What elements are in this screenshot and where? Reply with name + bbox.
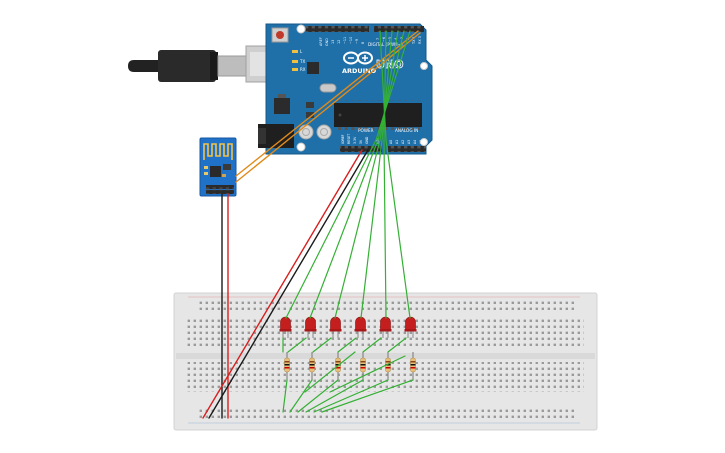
pwr-label-33v: 3.3V	[353, 136, 357, 144]
resistor-1[interactable]	[284, 352, 290, 380]
arduino-logo-icon	[343, 51, 373, 65]
antenna-trace-icon	[203, 143, 233, 160]
usb-plug-body	[158, 50, 216, 82]
resistor-4[interactable]	[360, 352, 366, 380]
analog-label-a3: A3	[407, 140, 411, 144]
reset-button-cap[interactable]	[276, 31, 284, 39]
pin-label-tx1: TX 1	[412, 36, 416, 45]
analog-header-label: ANALOG IN	[395, 128, 418, 133]
led-3[interactable]	[329, 316, 342, 338]
pin-label-aref: AREF	[319, 37, 323, 46]
atmega-chip	[334, 103, 422, 127]
pin-label-9: ~9	[355, 39, 359, 44]
voltage-regulator	[274, 98, 290, 114]
label-l: L	[300, 49, 303, 54]
wire-ground-r2[interactable]	[289, 379, 313, 413]
led-2[interactable]	[304, 316, 317, 338]
wire-ground-r5[interactable]	[313, 379, 389, 413]
pin-label-10: ~10	[349, 37, 353, 44]
led-1[interactable]	[279, 316, 292, 338]
wire-pin5[interactable]	[381, 30, 393, 141]
pin-label-6: ~6	[382, 37, 386, 42]
esp8266-module[interactable]	[199, 137, 237, 197]
led-rx-indicator	[292, 68, 298, 71]
pin-label-13: 13	[331, 40, 335, 44]
analog-label-a4: A4	[413, 140, 417, 144]
wire-pin6[interactable]	[383, 30, 387, 141]
wire-pin2[interactable]	[375, 30, 411, 141]
pin-label-12: 12	[337, 40, 341, 44]
pwr-label-ioref: IOREF	[341, 134, 345, 144]
capacitor-1	[298, 124, 314, 140]
wire-ground-r4[interactable]	[305, 379, 364, 413]
analog-label-a2: A2	[401, 140, 405, 144]
power-header-label: POWER	[358, 128, 374, 133]
label-rx: RX	[300, 67, 306, 72]
pin-label-7: 7	[376, 38, 380, 40]
pin-label-rx0: RX 0	[418, 36, 422, 44]
arduino-brand: ARDUINO	[342, 67, 377, 75]
wire-ground-r6[interactable]	[321, 379, 414, 413]
analog-label-a0: A0	[389, 140, 393, 144]
esp-chip	[210, 166, 221, 177]
usb-plug-metal	[217, 55, 247, 77]
wire-ground-r3[interactable]	[297, 379, 339, 413]
crystal-oscillator	[319, 83, 337, 93]
pwr-label-gnd: GND	[365, 136, 369, 144]
wires	[202, 30, 421, 419]
capacitor-2	[316, 124, 332, 140]
pin-label-gnd-top: GND	[325, 38, 329, 46]
arduino-uno[interactable]: AREF GND 13 12 ~11 ~10 ~9 8 7 ~6 ~5 4 ~3…	[245, 23, 433, 155]
led-l-indicator	[292, 50, 298, 53]
wire-arduino-5v[interactable]	[202, 149, 363, 419]
pin-label-4: 4	[394, 38, 398, 40]
pin-label-11: ~11	[343, 37, 347, 44]
led-tx-indicator	[292, 60, 298, 63]
label-tx: TX	[299, 59, 305, 64]
analog-label-a5: A5	[419, 140, 423, 144]
center-channel	[176, 353, 595, 359]
resistor-6[interactable]	[410, 352, 416, 380]
resistors	[284, 352, 416, 380]
analog-label-a1: A1	[395, 140, 399, 144]
usb-cable-strain-relief	[128, 60, 160, 72]
pwr-label-reset: RESET	[347, 134, 351, 144]
usb-cable[interactable]	[128, 50, 247, 82]
bottom-power-rail	[196, 408, 574, 420]
usb-interface-chip	[307, 62, 319, 74]
wire-ground-r1[interactable]	[282, 379, 288, 413]
top-power-rail	[196, 298, 574, 310]
wire-pin7[interactable]	[379, 30, 387, 141]
led-4[interactable]	[354, 316, 367, 338]
wire-serial-tx[interactable]	[235, 30, 419, 177]
wire-pin3[interactable]	[377, 30, 405, 141]
pwr-label-5v: 5V	[359, 139, 363, 144]
pin-label-8: 8	[361, 42, 365, 44]
led-6[interactable]	[404, 316, 417, 338]
wire-pin4[interactable]	[379, 30, 399, 141]
bottom-terminal-strip	[186, 362, 584, 392]
leds	[279, 316, 417, 338]
pin-label-5: ~5	[388, 37, 392, 42]
wire-arduino-gnd[interactable]	[208, 149, 369, 419]
resistor-2[interactable]	[309, 352, 315, 380]
